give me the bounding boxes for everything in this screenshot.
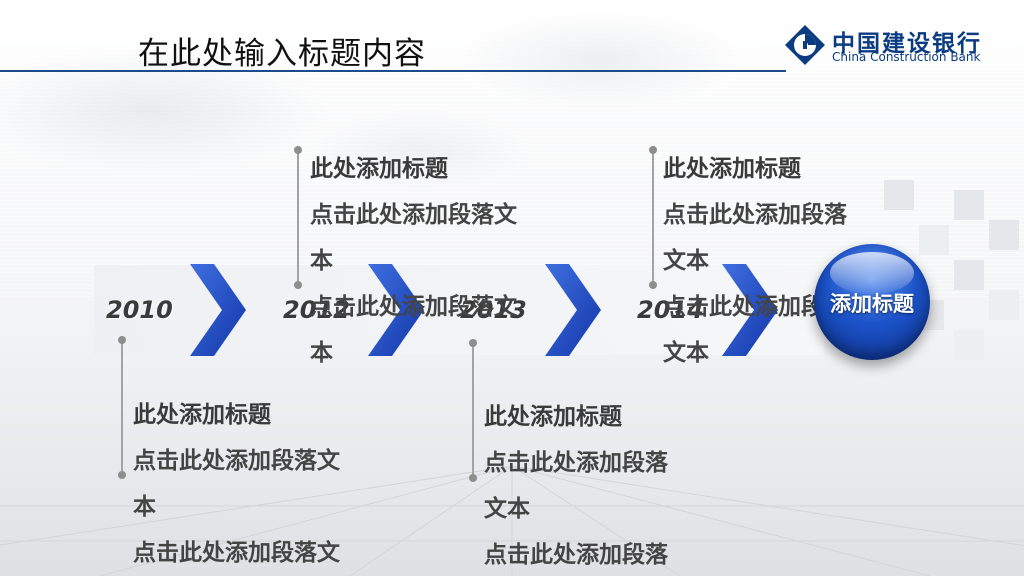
text-body-line: 本 bbox=[310, 248, 333, 274]
connector-dot bbox=[294, 281, 302, 289]
connector-dot bbox=[118, 471, 126, 479]
connector-dot bbox=[118, 336, 126, 344]
text-body-line: 点击此处添加段落文 bbox=[133, 540, 340, 566]
timeline-text-bottom-1: 此处添加标题 点击此处添加段落文 本 点击此处添加段落文 bbox=[133, 392, 340, 576]
chevron-arrow-icon bbox=[190, 264, 246, 356]
text-body-line: 点击此处添加段落文 bbox=[310, 294, 517, 320]
connector-dot bbox=[649, 146, 657, 154]
text-body-line: 点击此处添加段落 bbox=[663, 202, 847, 228]
text-body-line: 本 bbox=[133, 494, 156, 520]
text-body-line: 点击此处添加段落文 bbox=[133, 448, 340, 474]
text-body-line: 本 bbox=[310, 340, 333, 366]
text-heading: 此处添加标题 bbox=[310, 156, 448, 182]
timeline-year: 2013 bbox=[460, 296, 527, 324]
timeline-text-top-2: 此处添加标题 点击此处添加段落 文本 点击此处添加段落 文本 bbox=[663, 146, 847, 376]
connector-line bbox=[652, 150, 654, 285]
text-body-line: 文本 bbox=[663, 340, 709, 366]
connector-line bbox=[472, 343, 474, 478]
text-body-line: 文本 bbox=[484, 496, 530, 522]
timeline-year: 2010 bbox=[106, 296, 173, 324]
connector-dot bbox=[649, 281, 657, 289]
bank-logo: 中国建设银行 China Construction Bank bbox=[782, 22, 1014, 68]
connector-dot bbox=[469, 339, 477, 347]
connector-line bbox=[121, 340, 123, 475]
chevron-arrow-icon bbox=[368, 264, 424, 356]
connector-dot bbox=[469, 474, 477, 482]
text-body-line: 点击此处添加段落文 bbox=[310, 202, 517, 228]
timeline-text-bottom-2: 此处添加标题 点击此处添加段落 文本 点击此处添加段落 bbox=[484, 394, 668, 578]
timeline-year: 2012 bbox=[283, 296, 350, 324]
text-body-line: 点击此处添加段落 bbox=[484, 542, 668, 568]
timeline-text-top-1: 此处添加标题 点击此处添加段落文 本 点击此处添加段落文 本 bbox=[310, 146, 517, 376]
connector-line bbox=[297, 150, 299, 285]
orb-label: 添加标题 bbox=[830, 292, 914, 316]
connector-dot bbox=[294, 146, 302, 154]
ccb-logo-icon bbox=[785, 25, 825, 65]
text-body-line: 点击此处添加段落 bbox=[484, 450, 668, 476]
end-title-orb[interactable]: 添加标题 bbox=[814, 244, 930, 360]
text-body-line: 文本 bbox=[663, 248, 709, 274]
text-heading: 此处添加标题 bbox=[484, 404, 622, 430]
timeline-year: 2014 bbox=[637, 296, 704, 324]
text-heading: 此处添加标题 bbox=[133, 402, 271, 428]
logo-chinese-name: 中国建设银行 bbox=[832, 31, 982, 57]
page-title: 在此处输入标题内容 bbox=[138, 36, 426, 72]
logo-english-name: China Construction Bank bbox=[832, 50, 981, 64]
chevron-arrow-icon bbox=[722, 264, 778, 356]
title-divider bbox=[0, 70, 786, 72]
text-heading: 此处添加标题 bbox=[663, 156, 801, 182]
chevron-arrow-icon bbox=[545, 264, 601, 356]
